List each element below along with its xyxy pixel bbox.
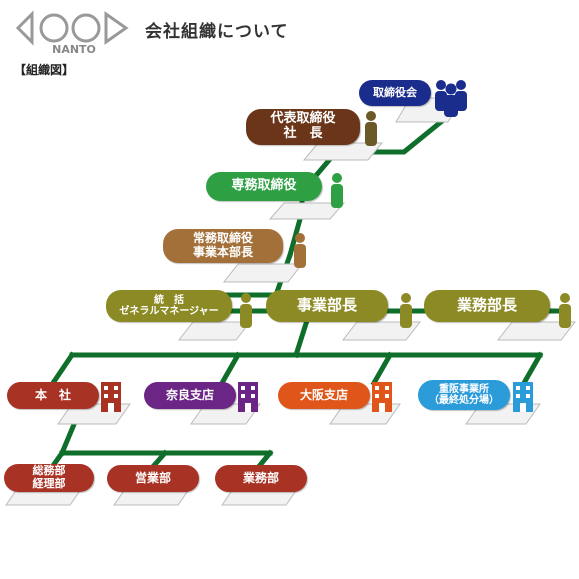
nara-branch-node: 奈良支店 [144, 382, 236, 409]
logo-text: NANTO [52, 43, 96, 54]
board-label: 取締役会 [373, 85, 417, 99]
president-line1: 代表取締役 [270, 111, 336, 127]
managing-director-line2: 事業本部長 [192, 245, 253, 259]
business-div-head-label: 事業部長 [296, 296, 357, 315]
operations-label: 業務部 [242, 470, 279, 485]
managing-director-person-icon [294, 233, 306, 268]
president-node: 代表取締役 社 長 [246, 109, 360, 145]
head-office-label: 本 社 [34, 387, 71, 402]
head-office-node: 本 社 [7, 382, 99, 409]
operations-division-head-node: 業務部長 [424, 290, 550, 322]
president-line2: 社 長 [283, 126, 323, 141]
sales-label: 営業部 [134, 470, 171, 485]
nanto-logo: NANTO [15, 10, 129, 54]
senior-md-label: 専務取締役 [231, 178, 297, 194]
general-manager-node: 統 括 ゼネラルマネージャー [106, 290, 232, 322]
business-division-head-node: 事業部長 [266, 290, 388, 322]
general-affairs-line2: 経理部 [32, 477, 66, 490]
general-manager-person-icon [240, 293, 252, 328]
senior-managing-director-node: 専務取締役 [206, 172, 322, 201]
senior-md-person-icon [331, 173, 343, 208]
president-person-icon [365, 111, 377, 146]
managing-director-line1: 常務取締役 [192, 231, 253, 246]
board-of-directors-node: 取締役会 [359, 80, 431, 106]
shigesaka-office-node: 重阪事業所 （最終処分場） [418, 380, 510, 410]
page-title: 会社組織について [145, 22, 289, 42]
osaka-branch-node: 大阪支店 [278, 382, 370, 409]
board-people-icon [435, 80, 467, 117]
general-affairs-line1: 総務部 [32, 464, 66, 478]
general-manager-line1: 統 括 [154, 294, 184, 306]
sales-department-node: 営業部 [107, 465, 199, 492]
shigesaka-office-line1: 重阪事業所 [439, 383, 489, 395]
shigesaka-office-building-icon [513, 382, 533, 412]
operations-div-head-person-icon [559, 293, 571, 328]
osaka-branch-label: 大阪支店 [299, 387, 348, 402]
general-affairs-accounting-node: 総務部 経理部 [4, 464, 94, 492]
shigesaka-office-line2: （最終処分場） [429, 395, 499, 406]
general-manager-line2: ゼネラルマネージャー [119, 306, 219, 317]
nara-branch-building-icon [238, 382, 258, 412]
operations-div-head-label: 業務部長 [456, 296, 517, 315]
nara-branch-label: 奈良支店 [165, 387, 214, 402]
section-label: 【組織図】 [14, 63, 75, 77]
head-office-building-icon [101, 382, 121, 412]
managing-director-node: 常務取締役 事業本部長 [163, 229, 283, 263]
osaka-branch-building-icon [372, 382, 392, 412]
operations-department-node: 業務部 [215, 465, 307, 492]
business-div-head-person-icon [400, 293, 412, 328]
